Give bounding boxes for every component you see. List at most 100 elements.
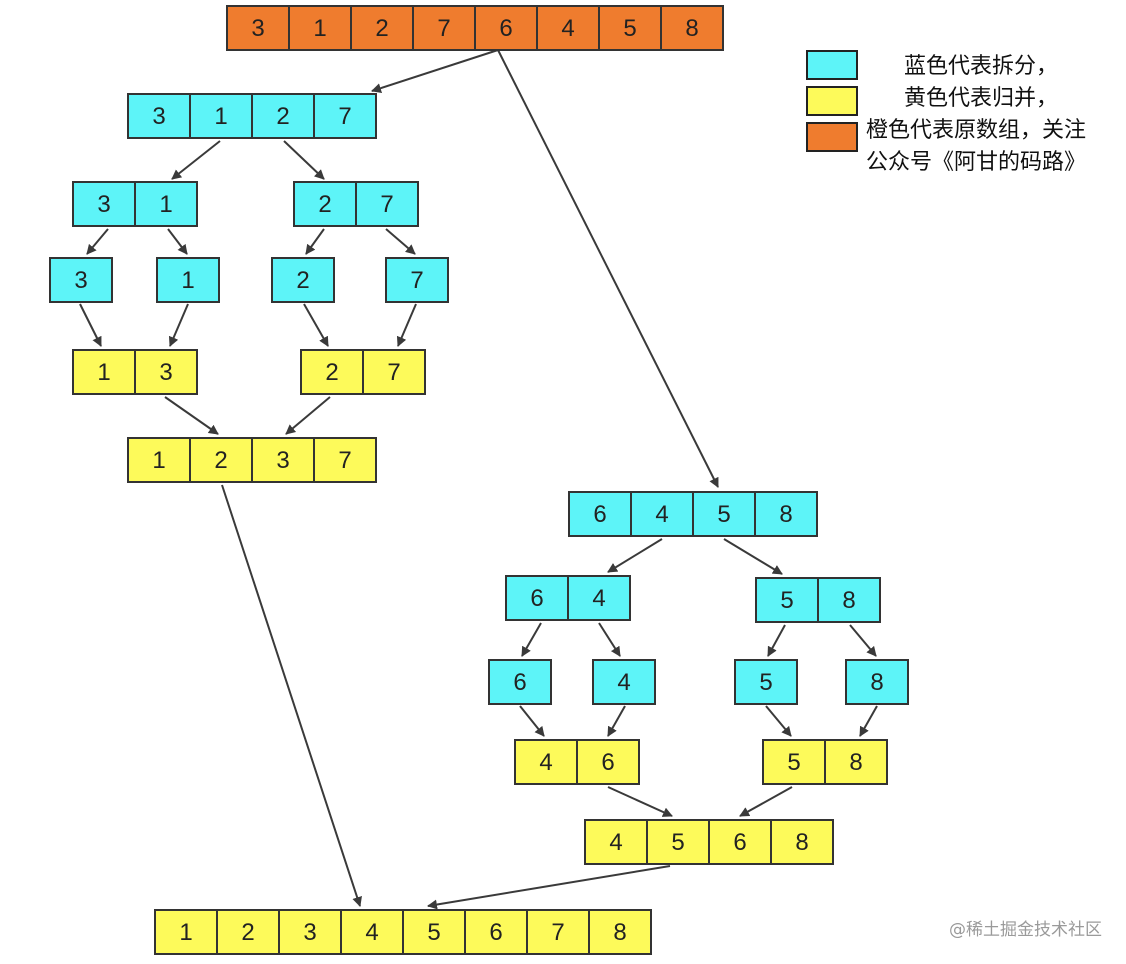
array-cell: [72, 181, 136, 227]
legend-original-swatch: [806, 122, 858, 152]
arrow-23: [765, 705, 792, 737]
arrow-8: [79, 303, 102, 347]
array-cell-value: 7: [338, 103, 351, 130]
array-cell: [754, 491, 818, 537]
array-cell: [488, 659, 552, 705]
array-cell: [762, 739, 826, 785]
array-cell-value: 6: [499, 15, 512, 42]
array-cell: [355, 181, 419, 227]
array-cell: [692, 491, 756, 537]
arrow-0: [371, 49, 499, 93]
array-cell-value: 5: [427, 919, 440, 946]
array-cell: [824, 739, 888, 785]
arrow-2: [171, 140, 221, 180]
array-cell-value: 3: [276, 447, 289, 474]
arrow-10: [303, 303, 329, 347]
array-cell-value: 6: [733, 829, 746, 856]
array-cell: [362, 349, 426, 395]
array-split-15: 4: [592, 659, 656, 705]
arrow-1: [497, 49, 719, 488]
array-split-16: 5: [734, 659, 798, 705]
array-cell-value: 1: [159, 191, 172, 218]
arrow-14: [221, 484, 362, 907]
array-cell-value: 6: [530, 585, 543, 612]
array-cell-value: 2: [375, 15, 388, 42]
legend-split-text: 蓝色代表拆分，: [904, 54, 1059, 79]
array-cell: [584, 819, 648, 865]
array-cell: [226, 5, 290, 51]
array-cell-value: 5: [759, 669, 772, 696]
array-cell: [313, 93, 377, 139]
array-cell-value: 7: [551, 919, 564, 946]
arrow-6: [305, 228, 325, 255]
array-split-4: 3: [49, 257, 113, 303]
array-cell-value: 5: [623, 15, 636, 42]
array-cell: [134, 181, 198, 227]
array-cell: [288, 5, 352, 51]
array-cell: [134, 349, 198, 395]
array-cell-value: 1: [214, 103, 227, 130]
array-cell: [350, 5, 414, 51]
array-cell: [817, 577, 881, 623]
array-split-7: 7: [385, 257, 449, 303]
array-split-6: 2: [271, 257, 335, 303]
array-cell-value: 5: [780, 587, 793, 614]
array-cell: [313, 437, 377, 483]
legend-split-swatch: [806, 50, 858, 80]
array-cell-value: 3: [251, 15, 264, 42]
array-cell: [464, 909, 528, 955]
array-cell: [567, 575, 631, 621]
array-cell-value: 4: [365, 919, 378, 946]
arrow-16: [723, 538, 783, 575]
array-cell: [845, 659, 909, 705]
array-cell-value: 3: [74, 267, 87, 294]
array-cell: [576, 739, 640, 785]
array-cell: [251, 93, 315, 139]
array-cell-value: 7: [437, 15, 450, 42]
array-cell-value: 6: [593, 501, 606, 528]
array-cell: [646, 819, 710, 865]
array-cell-value: 7: [387, 359, 400, 386]
array-cell: [536, 5, 600, 51]
array-cell-value: 3: [97, 191, 110, 218]
array-cell-value: 1: [313, 15, 326, 42]
watermark: @稀土掘金技术社区: [949, 920, 1102, 940]
array-cell: [592, 659, 656, 705]
array-cell-value: 4: [655, 501, 668, 528]
array-cell-value: 5: [787, 749, 800, 776]
legend: 蓝色代表拆分， 黄色代表归并， 橙色代表原数组，关注 公众号《阿甘的码路》: [806, 42, 1124, 182]
arrow-22: [607, 705, 626, 737]
arrow-3: [283, 140, 325, 180]
array-cell-value: 4: [592, 585, 605, 612]
array-cell: [598, 5, 662, 51]
array-cell: [526, 909, 590, 955]
array-cell-value: 8: [870, 669, 883, 696]
array-cell-value: 8: [685, 15, 698, 42]
legend-merge-text: 黄色代表归并，: [904, 86, 1059, 111]
arrow-9: [168, 303, 189, 347]
array-cell-value: 7: [410, 267, 423, 294]
array-cell-value: 1: [179, 919, 192, 946]
array-cell-value: 8: [849, 749, 862, 776]
array-cell-value: 3: [159, 359, 172, 386]
array-cell-value: 6: [601, 749, 614, 776]
arrow-21: [519, 705, 545, 737]
array-split-5: 1: [156, 257, 220, 303]
array-cell-value: 1: [97, 359, 110, 386]
array-cell-value: 1: [181, 267, 194, 294]
arrow-13: [285, 396, 331, 435]
array-cell-value: 8: [779, 501, 792, 528]
array-cell-value: 6: [513, 669, 526, 696]
array-cell: [189, 93, 253, 139]
array-cell: [514, 739, 578, 785]
